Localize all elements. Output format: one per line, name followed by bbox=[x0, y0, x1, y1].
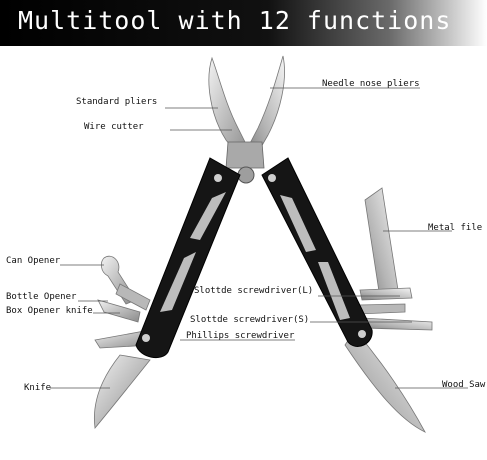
label-slotted-screwdriver-l: Slottde screwdriver(L) bbox=[194, 286, 314, 296]
banner-title: Multitool with 12 functions bbox=[18, 6, 452, 35]
left-tools bbox=[94, 255, 153, 429]
pliers-jaws bbox=[208, 55, 285, 184]
title-banner: Multitool with 12 functions bbox=[0, 0, 487, 46]
right-tools bbox=[344, 187, 433, 433]
label-slotted-screwdriver-s: Slottde screwdriver(S) bbox=[190, 315, 310, 325]
label-phillips-screwdriver: Phillips screwdriver bbox=[186, 331, 295, 341]
label-standard-pliers: Standard pliers bbox=[76, 97, 158, 107]
label-bottle-opener: Bottle Opener bbox=[6, 292, 77, 302]
label-can-opener: Can Opener bbox=[6, 256, 61, 266]
leader-lines bbox=[50, 87, 468, 389]
label-wood-saw: Wood Saw bbox=[442, 380, 486, 390]
label-box-opener-knife: Box Opener knife bbox=[6, 306, 93, 316]
label-metal-file: Metal file bbox=[428, 223, 483, 233]
label-needle-nose-pliers: Needle nose pliers bbox=[322, 79, 420, 89]
handles bbox=[135, 157, 373, 359]
label-wire-cutter: Wire cutter bbox=[84, 122, 144, 132]
label-knife: Knife bbox=[24, 383, 52, 393]
